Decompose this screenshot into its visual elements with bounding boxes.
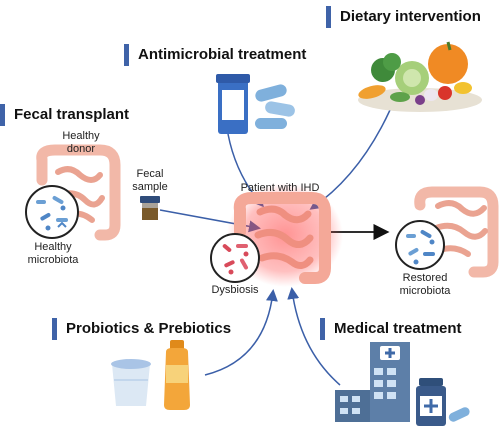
label-healthy-microbiota-line1: Healthy <box>34 241 72 253</box>
capsule-icon <box>255 84 295 129</box>
pill-bottle-icon <box>216 74 250 134</box>
label-patient-ihd: Patient with IHD <box>240 182 320 194</box>
label-healthy-donor-line1: Healthy <box>62 130 100 142</box>
fecal-sample-jar-icon <box>140 196 160 220</box>
label-fecal-sample-line1: Fecal <box>136 168 164 180</box>
label-healthy-microbiota: Healthy microbiota <box>18 241 88 267</box>
heading-probiotics-prebiotics: Probiotics & Prebiotics <box>52 318 231 340</box>
heading-antimicrobial-treatment: Antimicrobial treatment <box>124 44 306 66</box>
restored-intestine-icon <box>414 186 499 278</box>
label-healthy-donor-line2: donor <box>66 143 96 155</box>
restored-microbiota-circle-icon <box>395 220 445 270</box>
medicine-bottle-icon <box>416 378 470 426</box>
yogurt-cup-icon <box>111 359 151 406</box>
label-restored-line2: microbiota <box>399 285 451 297</box>
label-restored-microbiota: Restored microbiota <box>392 272 458 298</box>
arrow-medical <box>287 287 341 386</box>
heading-fecal-transplant: Fecal transplant <box>0 104 129 126</box>
label-dysbiosis: Dysbiosis <box>211 284 259 296</box>
label-fecal-sample: Fecal sample <box>128 168 172 194</box>
label-fecal-sample-line2: sample <box>132 181 168 193</box>
label-restored-line1: Restored <box>402 272 448 284</box>
hospital-icon <box>335 342 410 422</box>
label-healthy-donor: Healthy donor <box>56 130 106 156</box>
arrow-probiotics <box>204 289 278 376</box>
juice-bottle-icon <box>164 340 190 410</box>
dysbiosis-circle-icon <box>210 233 260 283</box>
heading-dietary-intervention: Dietary intervention <box>326 6 481 28</box>
heading-medical-treatment: Medical treatment <box>320 318 462 340</box>
label-healthy-microbiota-line2: microbiota <box>27 254 79 266</box>
healthy-microbiota-circle-icon <box>25 185 79 239</box>
vegetables-icon <box>358 41 482 112</box>
